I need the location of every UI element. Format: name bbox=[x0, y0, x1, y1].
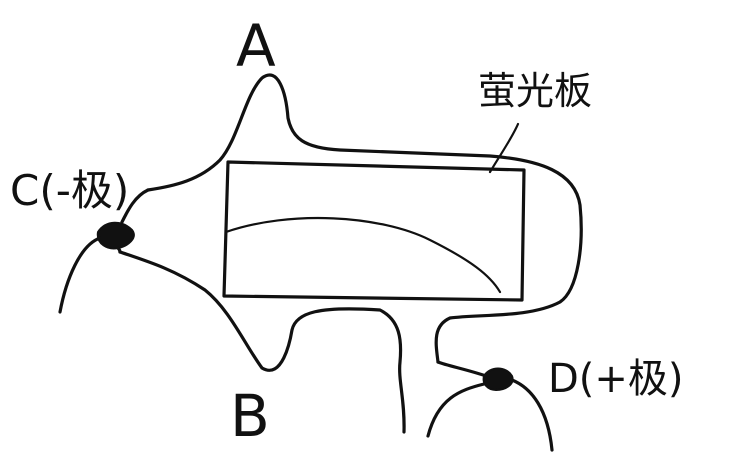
cathode-electrode bbox=[58, 188, 150, 314]
label-d: D(+极) bbox=[548, 356, 684, 402]
label-c: C(-极) bbox=[10, 166, 129, 215]
cathode-contact bbox=[96, 221, 135, 250]
cathode-neck-stub bbox=[120, 188, 150, 224]
cathode-lead-wire bbox=[58, 236, 102, 314]
screen-pointer-line bbox=[488, 122, 520, 174]
anode-inner-wire bbox=[426, 382, 486, 438]
label-fluorescent-screen: 萤光板 bbox=[478, 69, 592, 113]
anode-electrode bbox=[426, 367, 554, 452]
tube-top-edge bbox=[146, 73, 583, 364]
electron-beam-trace bbox=[224, 217, 502, 294]
tube-bottom-edge bbox=[118, 250, 406, 434]
anode-lead-wire bbox=[510, 378, 554, 452]
anode-contact bbox=[482, 367, 514, 392]
label-a: A bbox=[236, 12, 276, 80]
fluorescent-screen bbox=[222, 160, 526, 302]
label-b: B bbox=[230, 382, 270, 450]
cathode-neck-lower bbox=[116, 246, 122, 254]
